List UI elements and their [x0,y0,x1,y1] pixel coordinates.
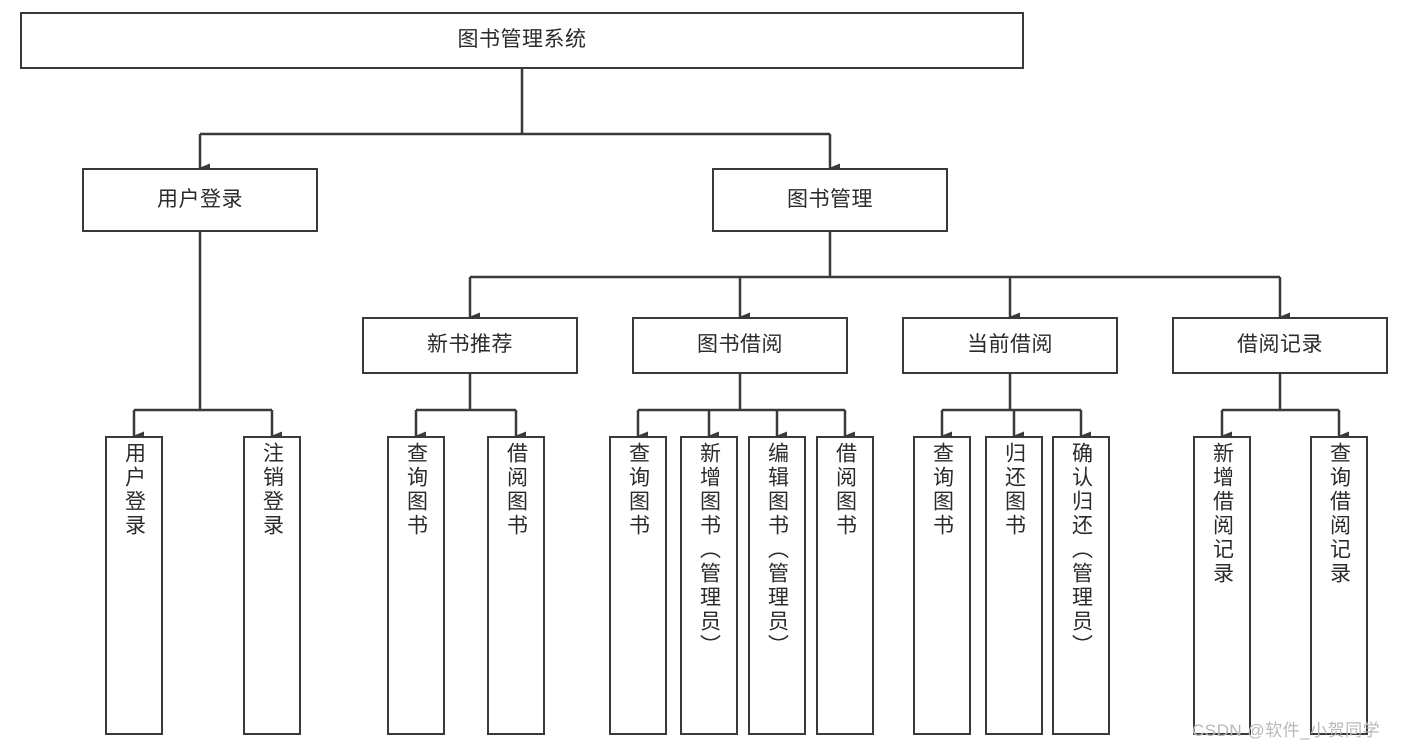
node-n2[interactable]: 借阅图书 [487,436,545,735]
node-label: 借阅图书 [504,442,528,538]
node-label: 图书借阅 [697,333,783,357]
node-label: 新书推荐 [427,333,513,357]
node-login[interactable]: 用户登录 [82,168,318,232]
node-c2[interactable]: 归还图书 [985,436,1043,735]
node-label: 查询图书 [626,442,650,538]
node-b2[interactable]: 新增图书（管理员） [680,436,738,735]
node-r1[interactable]: 新增借阅记录 [1193,436,1251,735]
watermark-label: CSDN @软件_小贺同学 [1192,721,1381,740]
node-bookmgmt[interactable]: 图书管理 [712,168,948,232]
node-b4[interactable]: 借阅图书 [816,436,874,735]
node-c3[interactable]: 确认归还（管理员） [1052,436,1110,735]
node-current[interactable]: 当前借阅 [902,317,1118,374]
node-borrow[interactable]: 图书借阅 [632,317,848,374]
node-label: 图书管理系统 [457,28,587,52]
node-label: 用户登录 [122,442,146,538]
node-label: 用户登录 [157,187,243,211]
node-label: 当前借阅 [967,333,1053,357]
node-label: 确认归还（管理员） [1069,442,1093,658]
node-l1[interactable]: 用户登录 [105,436,163,735]
node-b3[interactable]: 编辑图书（管理员） [748,436,806,735]
node-root[interactable]: 图书管理系统 [20,12,1024,69]
edge-group [132,69,1349,441]
node-label: 归还图书 [1002,442,1026,538]
node-n1[interactable]: 查询图书 [387,436,445,735]
node-b1[interactable]: 查询图书 [609,436,667,735]
node-label: 编辑图书（管理员） [765,442,789,658]
node-label: 新增图书（管理员） [697,442,721,658]
node-label: 查询借阅记录 [1327,442,1351,586]
node-r2[interactable]: 查询借阅记录 [1310,436,1368,735]
node-label: 查询图书 [404,442,428,538]
node-label: 查询图书 [930,442,954,538]
node-records[interactable]: 借阅记录 [1172,317,1388,374]
node-newbook[interactable]: 新书推荐 [362,317,578,374]
node-label: 借阅记录 [1237,333,1323,357]
node-label: 借阅图书 [833,442,857,538]
node-label: 注销登录 [260,442,284,538]
node-label: 图书管理 [787,187,873,211]
node-label: 新增借阅记录 [1210,442,1234,586]
node-c1[interactable]: 查询图书 [913,436,971,735]
node-l2[interactable]: 注销登录 [243,436,301,735]
